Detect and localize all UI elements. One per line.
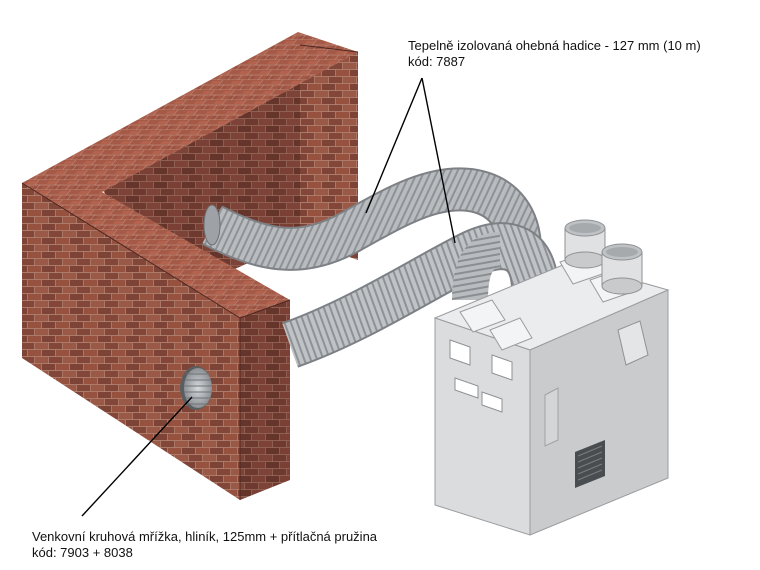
hose-callout-code: kód: 7887	[408, 54, 466, 69]
spigot-back	[564, 219, 606, 269]
grille-callout: Venkovní kruhová mřížka, hliník, 125mm +…	[32, 529, 377, 561]
spigot-front	[601, 243, 643, 295]
left-wall-end	[240, 300, 290, 500]
callout-leaders	[81, 77, 456, 517]
grille-leader	[81, 396, 193, 517]
left-wall-face	[22, 183, 240, 500]
ventilation-unit	[433, 219, 670, 536]
wall-top	[22, 32, 358, 318]
flexible-hose-lower	[281, 222, 560, 368]
hose-leader-1	[365, 77, 423, 214]
grille-callout-code: kód: 7903 + 8038	[32, 545, 133, 560]
unit-front	[434, 317, 531, 536]
grille-callout-title: Venkovní kruhová mřížka, hliník, 125mm +…	[32, 529, 378, 544]
hose-callout-title: Tepelně izolovaná ohebná hadice - 127 mm…	[408, 38, 701, 53]
hose-callout: Tepelně izolovaná ohebná hadice - 127 mm…	[408, 38, 701, 70]
outdoor-grille	[180, 366, 212, 410]
hose-leader-2	[421, 77, 456, 244]
back-wall-end	[300, 45, 358, 260]
flexible-hose-upper	[201, 167, 542, 271]
